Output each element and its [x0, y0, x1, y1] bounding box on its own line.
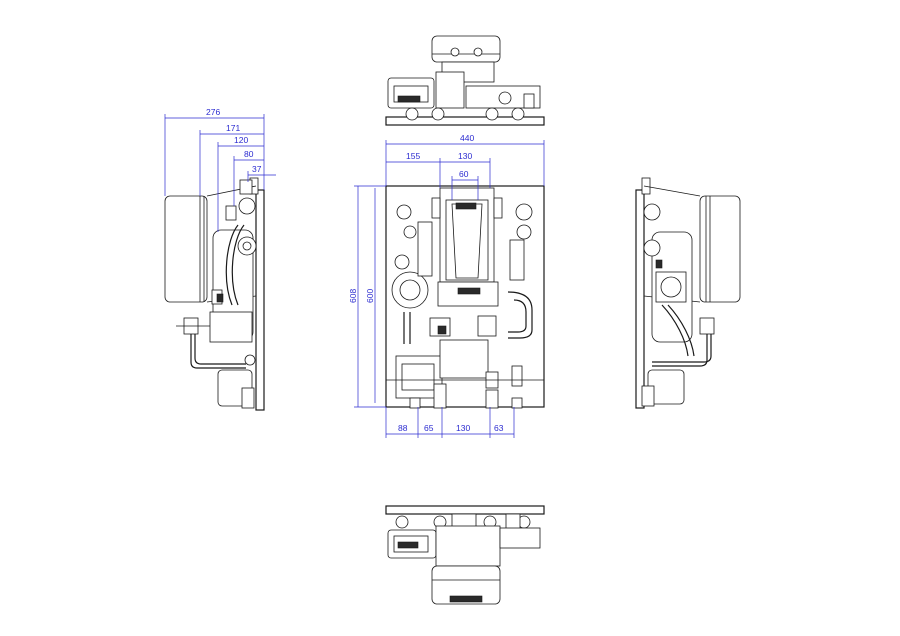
dim-171: 171 — [226, 123, 240, 133]
dim-65: 65 — [424, 423, 434, 433]
dim-155: 155 — [406, 151, 420, 161]
top-view — [385, 35, 545, 126]
dim-80: 80 — [244, 149, 254, 159]
dim-130-top: 130 — [458, 151, 472, 161]
dim-60: 60 — [459, 169, 469, 179]
dim-63: 63 — [494, 423, 504, 433]
dim-600: 600 — [365, 289, 375, 303]
left-side-view — [164, 177, 265, 411]
left-side-dimensions: 276 171 120 80 37 — [164, 107, 276, 232]
dim-130-bottom: 130 — [456, 423, 470, 433]
dim-440: 440 — [460, 133, 474, 143]
dim-276: 276 — [206, 107, 220, 117]
front-view — [385, 185, 545, 409]
dim-120: 120 — [234, 135, 248, 145]
dim-608: 608 — [348, 289, 358, 303]
dim-88: 88 — [398, 423, 408, 433]
front-dimensions: 440 155 130 60 608 600 88 65 130 63 — [348, 133, 545, 438]
right-side-view — [635, 177, 741, 409]
bottom-view — [385, 505, 545, 605]
dim-37: 37 — [252, 164, 262, 174]
